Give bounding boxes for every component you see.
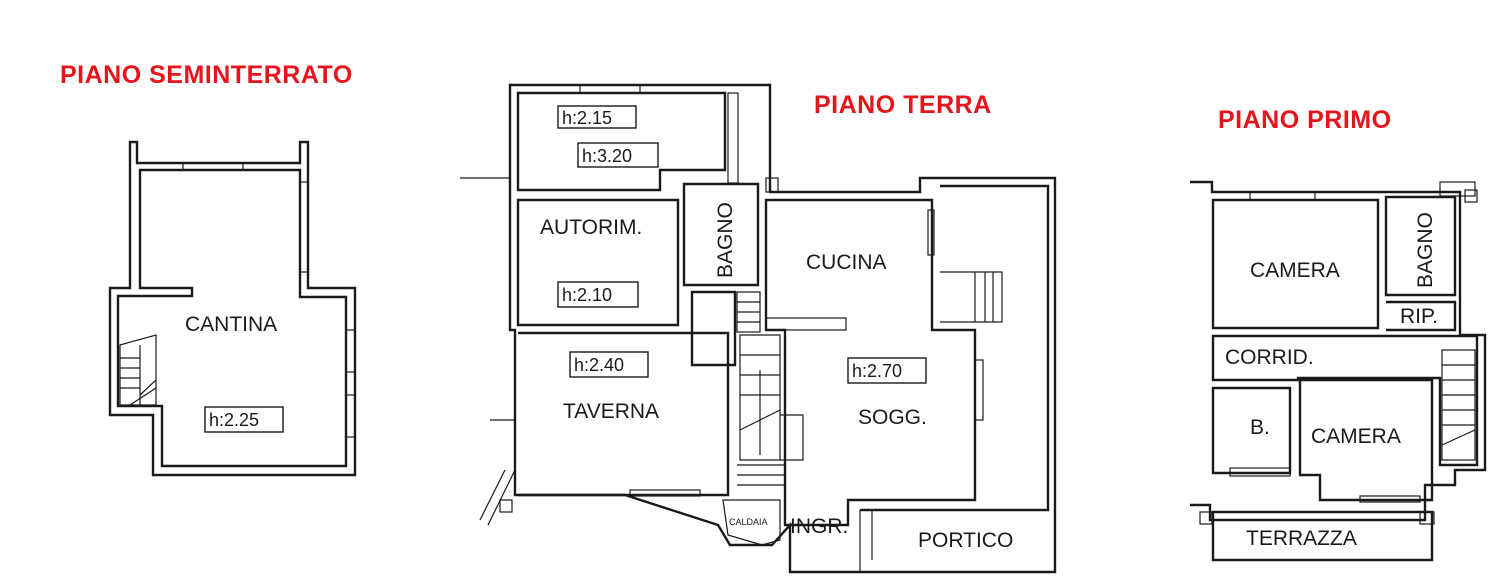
chimney-primo (1439, 181, 1476, 197)
room-taverna: TAVERNA (563, 400, 659, 423)
wall-terra-taverna (518, 331, 730, 497)
room-autorim: AUTORIM. (540, 216, 642, 239)
room-cantina: CANTINA (185, 313, 277, 336)
window-terra-cucina (927, 209, 935, 256)
room-caldaia: CALDAIA (729, 517, 768, 527)
stairs-primo (1441, 349, 1476, 461)
window-primo-camera2 (1359, 495, 1421, 503)
wall-primo-terrazza (1211, 510, 1434, 562)
pillar-primo (1464, 189, 1478, 203)
wall-terra-portico (860, 184, 1050, 512)
wall-terra-top-rooms (516, 91, 727, 192)
height-autorim: h:2.10 (562, 285, 612, 305)
height-terra-top2: h:3.20 (582, 146, 632, 166)
window-seminterrato-right-low (345, 394, 356, 438)
room-bagno-terra: BAGNO (714, 202, 737, 278)
height-box-terra-top2 (577, 142, 659, 168)
floor-title-seminterrato: PIANO SEMINTERRATO (60, 61, 353, 89)
wall-terra-bagno (682, 182, 760, 287)
room-portico: PORTICO (918, 529, 1013, 552)
height-box-sogg (847, 357, 927, 384)
window-terra-top (579, 84, 641, 94)
wall-primo-bagno (1384, 195, 1457, 297)
window-terra-sogg (974, 359, 984, 421)
plan-terra: h:2.15 h:3.20 AUTORIM. h:2.10 BAGNO CUCI… (460, 83, 1057, 574)
height-box-autorim (557, 281, 639, 308)
window-seminterrato-top (182, 162, 244, 171)
caldaia-room (722, 499, 781, 546)
wall-primo-rip (1386, 300, 1457, 332)
room-cucina: CUCINA (806, 251, 887, 274)
window-terra-right-upper (727, 92, 739, 184)
room-corrid: CORRID. (1225, 346, 1314, 369)
pillar-primo-br (1419, 511, 1435, 525)
room-terrazza: TERRAZZA (1246, 527, 1357, 550)
wall-terra-shelf (765, 317, 847, 331)
room-bagno-primo: BAGNO (1414, 212, 1437, 288)
window-primo-b (1229, 467, 1291, 477)
pillar-terra (765, 177, 779, 193)
room-rip: RIP. (1400, 305, 1438, 328)
wall-terra-autorim (516, 198, 680, 327)
window-seminterrato-right-mid (345, 329, 356, 373)
height-sogg: h:2.70 (852, 361, 902, 381)
room-camera1: CAMERA (1250, 259, 1340, 282)
height-box-cantina (204, 406, 284, 433)
wall-primo-corrid (1211, 334, 1479, 467)
pillar-terra-left (499, 499, 513, 513)
plan-primo: CAMERA BAGNO RIP. CORRID. B. CAMERA TERR… (1190, 180, 1487, 562)
room-camera2: CAMERA (1311, 425, 1401, 448)
plan-seminterrato: CANTINA h:2.25 (108, 140, 357, 477)
wall-primo-camera1 (1211, 198, 1380, 330)
wall-terra-portico-step (940, 271, 1003, 323)
window-terra-taverna (629, 489, 701, 497)
height-cantina: h:2.25 (209, 410, 259, 430)
window-primo-top (1249, 191, 1316, 201)
room-sogg: SOGG. (858, 406, 927, 429)
floor-title-terra: PIANO TERRA (814, 91, 992, 119)
height-box-taverna (569, 351, 649, 378)
height-taverna: h:2.40 (574, 355, 624, 375)
room-ingr: INGR. (790, 515, 848, 538)
floor-title-primo: PIANO PRIMO (1218, 106, 1392, 134)
window-seminterrato-right-upper (299, 181, 309, 273)
height-terra-top1: h:2.15 (562, 108, 612, 128)
pillar-primo-bl (1199, 511, 1213, 525)
wall-primo-camera2 (1298, 378, 1434, 502)
stairs-terra (736, 291, 804, 486)
height-box-terra-top1 (557, 105, 637, 129)
wall-terra-stair-core (690, 290, 737, 367)
room-b: B. (1250, 416, 1270, 439)
wall-seminterrato-inner (116, 168, 348, 468)
stairs-seminterrato (119, 334, 157, 406)
